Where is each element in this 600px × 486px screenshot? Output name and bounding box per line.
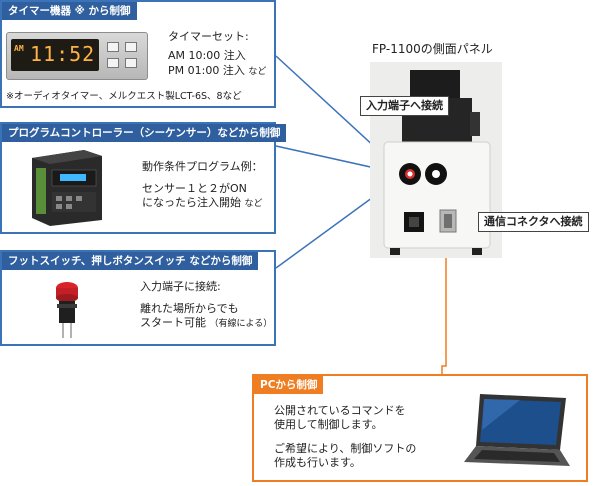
switch-line2: スタート可能 （有線による） <box>140 316 272 331</box>
clock-display: AM 11:52 <box>11 39 99 71</box>
switch-panel: フットスイッチ、押しボタンスイッチ などから制御 入力端子に接続: 離れた場所か… <box>0 250 276 346</box>
timer-buttons-icon <box>105 38 143 74</box>
timer-panel-header: タイマー機器 ※ から制御 <box>2 2 137 20</box>
pc-line2: 使用して制御します。 <box>274 418 383 431</box>
timer-line2-suffix: など <box>248 67 267 77</box>
timer-device-image: AM 11:52 <box>6 32 148 80</box>
plc-panel-header: プログラムコントローラー（シーケンサー）などから制御 <box>2 124 287 142</box>
laptop-icon <box>464 394 570 466</box>
device-side-illustration <box>383 70 491 255</box>
plc-line2: になったら注入開始 など <box>142 196 263 211</box>
plc-line2-suffix: など <box>244 199 263 209</box>
clock-time: 11:52 <box>30 42 96 66</box>
pc-line1: 公開されているコマンドを <box>274 404 406 417</box>
plc-device-image <box>32 150 102 226</box>
push-button-switch-image <box>56 282 78 338</box>
plc-title: 動作条件プログラム例： <box>142 160 263 173</box>
pc-panel: PCから制御 公開されているコマンドを 使用して制御します。 ご希望により、制御… <box>252 374 588 482</box>
plc-line1: センサー１と２がON <box>142 182 247 195</box>
device-panel-title: FP-1100の側面パネル <box>372 42 493 56</box>
timer-panel: タイマー機器 ※ から制御 AM 11:52 タイマーセット: AM 10:00… <box>0 0 276 108</box>
switch-line2-suffix: （有線による） <box>209 319 273 329</box>
clock-prefix: AM <box>14 44 24 53</box>
pc-line4: 作成も行います。 <box>274 456 361 469</box>
comm-connector-callout: 通信コネクタへ接続 <box>478 212 589 232</box>
plc-panel: プログラムコントローラー（シーケンサー）などから制御 動作条件プログラム例： セ… <box>0 122 287 234</box>
timer-footnote: ※オーディオタイマー、メルクエスト製LCT-6S、8など <box>6 91 242 102</box>
plc-line2-main: になったら注入開始 <box>142 196 241 209</box>
pc-line3: ご希望により、制御ソフトの <box>274 442 417 455</box>
switch-title: 入力端子に接続: <box>140 280 221 293</box>
timer-line2-main: PM 01:00 注入 <box>168 64 245 77</box>
device-photo <box>370 62 502 258</box>
timer-line1: AM 10:00 注入 <box>168 49 246 62</box>
switch-line2-main: スタート可能 <box>140 316 206 329</box>
pc-panel-header: PCから制御 <box>254 376 324 394</box>
timer-line2: PM 01:00 注入 など <box>168 64 266 79</box>
switch-panel-header: フットスイッチ、押しボタンスイッチ などから制御 <box>2 252 259 270</box>
input-terminal-callout: 入力端子へ接続 <box>360 96 449 116</box>
switch-line1: 離れた場所からでも <box>140 302 239 315</box>
timer-title: タイマーセット: <box>168 30 249 43</box>
